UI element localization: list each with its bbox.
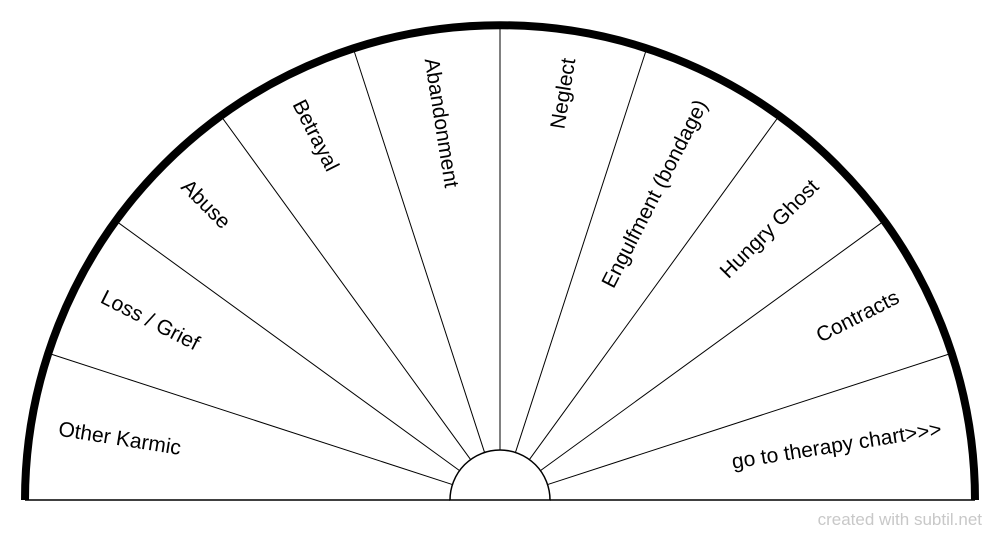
segment-label: Other Karmic — [57, 418, 183, 460]
segment-label: go to therapy chart>>> — [730, 418, 943, 474]
segment-label: Engulfment (bondage) — [597, 96, 712, 292]
segment-divider — [528, 117, 778, 460]
segment-label: Abandonment — [420, 57, 463, 190]
segment-label: Betrayal — [288, 96, 343, 175]
segment-label: Loss / Grief — [97, 286, 203, 355]
segment-divider — [547, 353, 950, 486]
segment-label: Neglect — [546, 56, 580, 130]
segment-divider — [353, 50, 486, 453]
segment-divider — [514, 50, 647, 453]
center-hub-arc — [449, 449, 551, 501]
segment-dividers — [50, 28, 950, 486]
segment-divider — [50, 353, 453, 486]
outer-arc — [21, 21, 979, 501]
segment-divider — [117, 222, 460, 472]
segment-label: Hungry Ghost — [716, 175, 824, 283]
credit-watermark: created with subtil.net — [817, 510, 982, 529]
segment-divider — [222, 117, 472, 460]
segment-label: Abuse — [176, 175, 234, 233]
segment-label: Contracts — [813, 286, 904, 347]
segment-divider — [540, 222, 883, 472]
